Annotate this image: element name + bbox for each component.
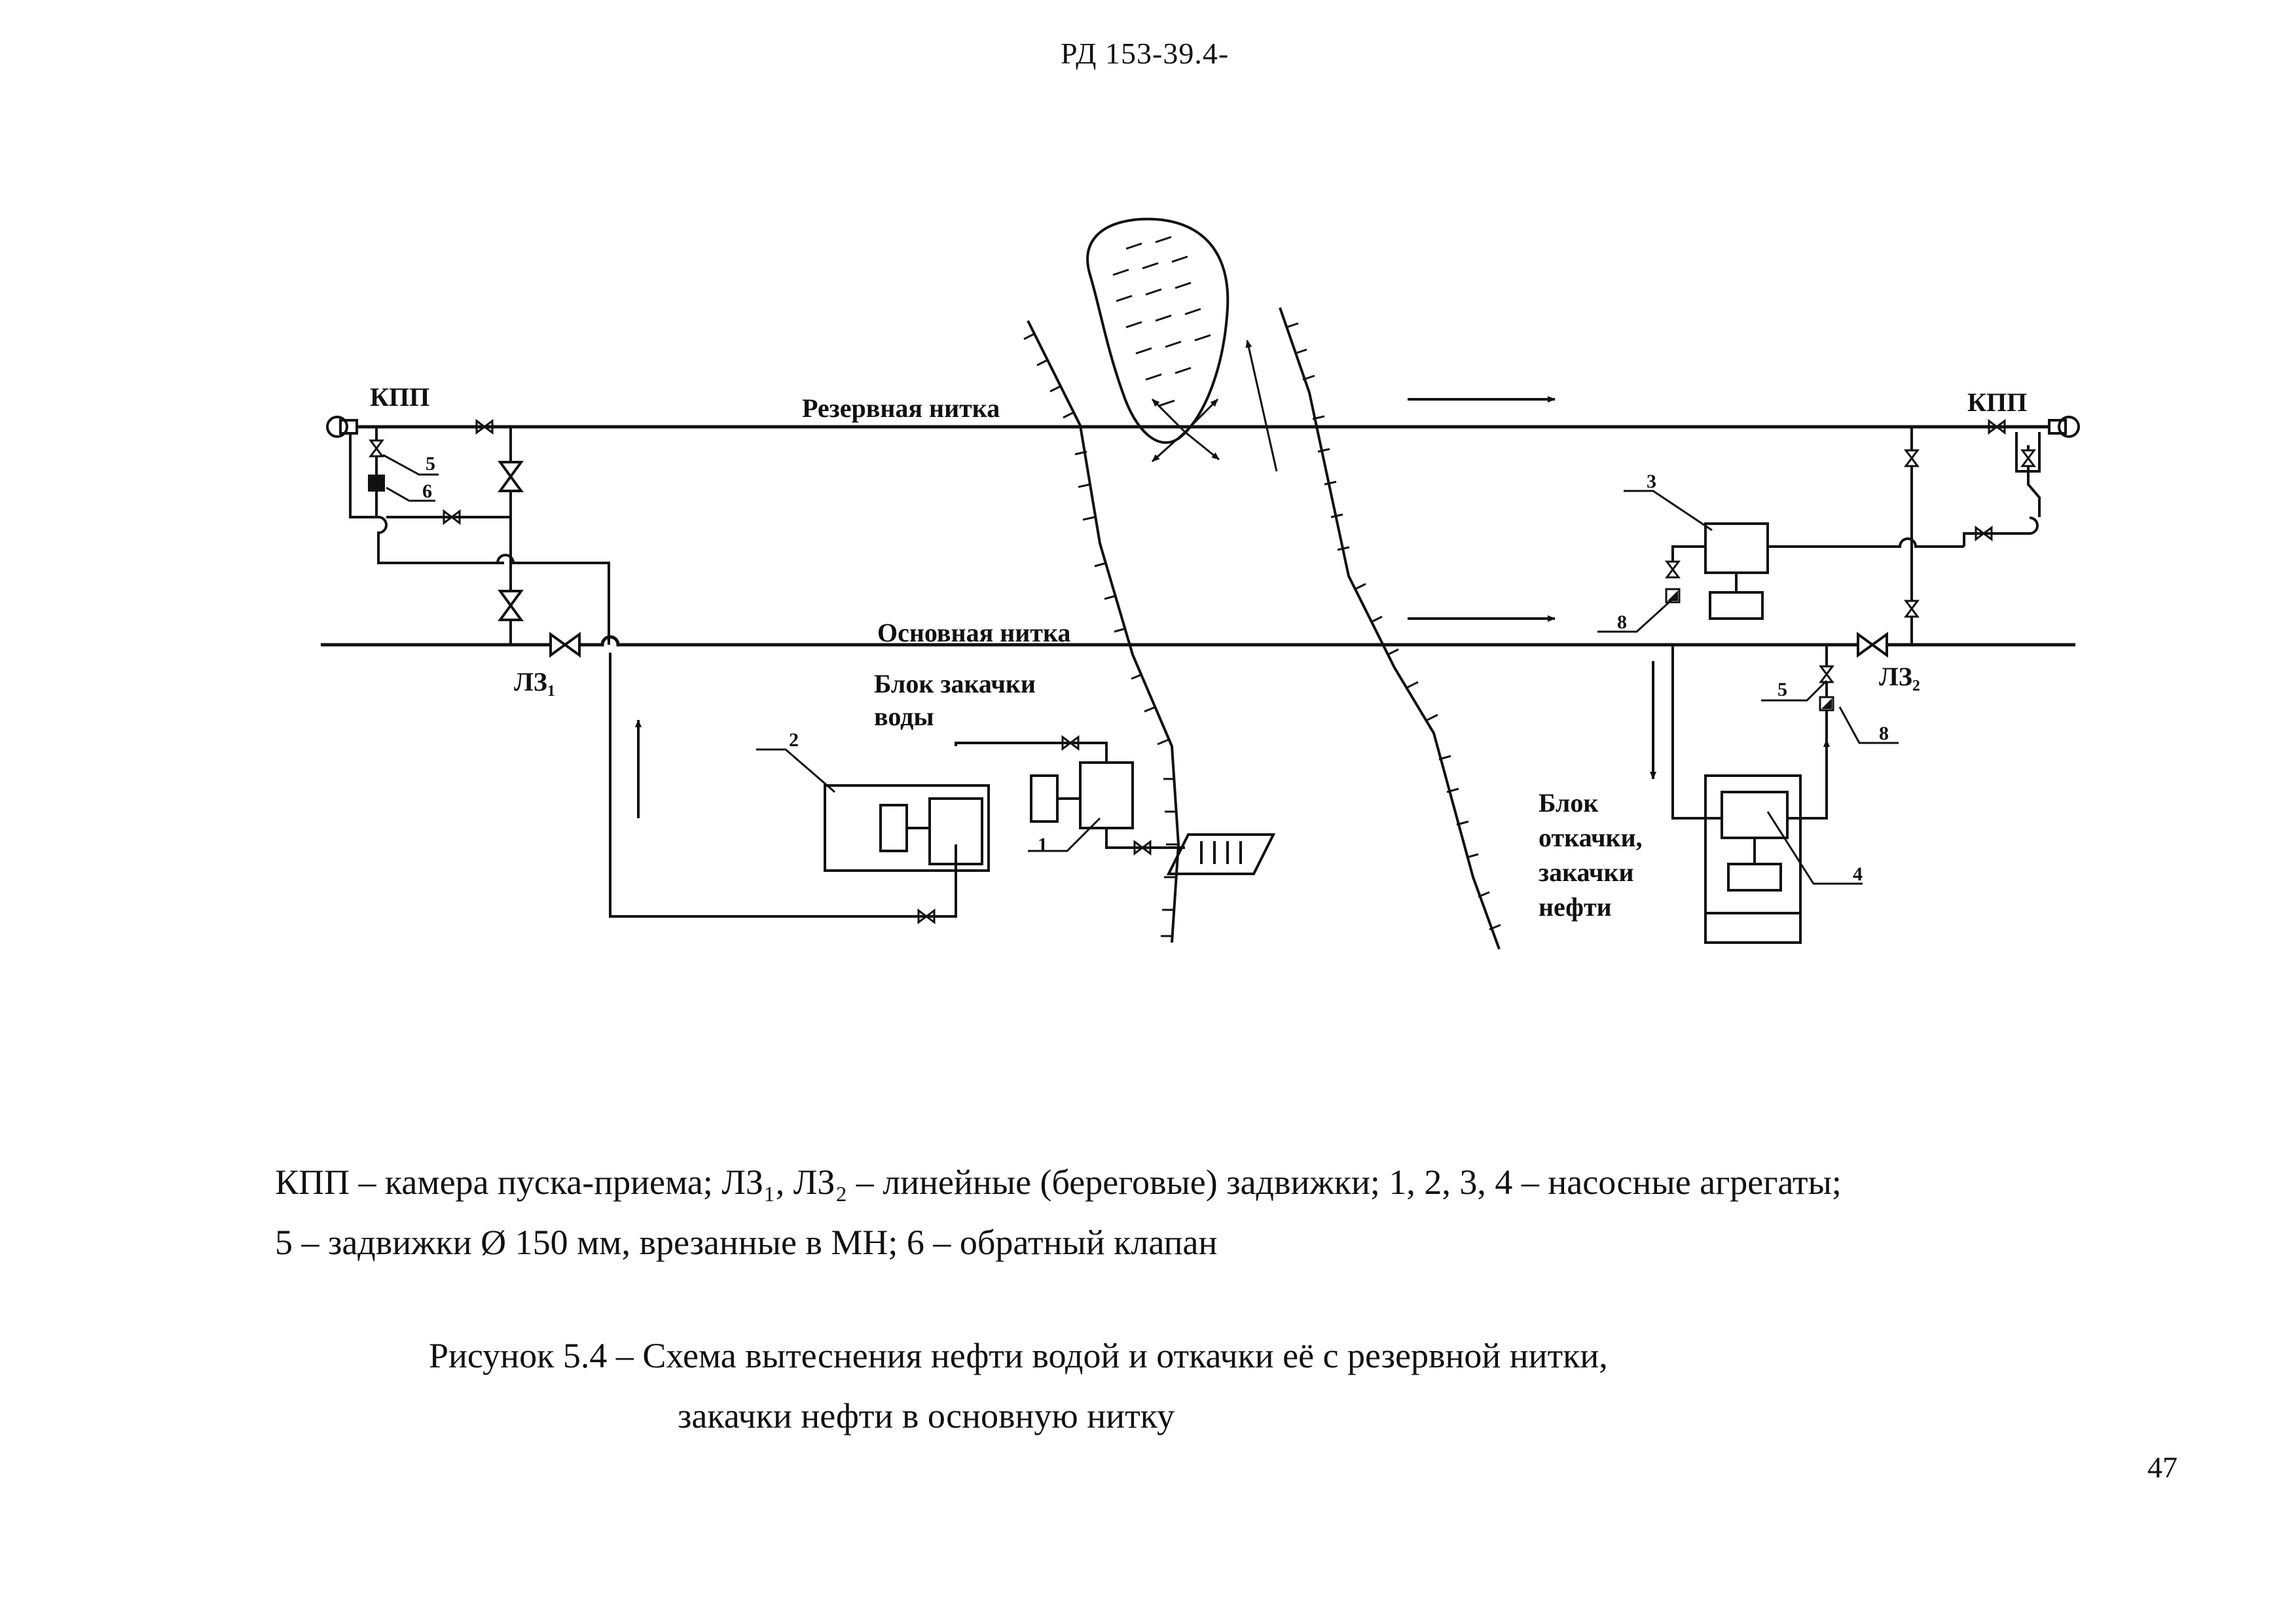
pump-unit-3	[1704, 522, 1769, 620]
document-code-header: РД 153-39.4-	[1061, 37, 1230, 70]
main-line-label: Основная нитка	[877, 618, 1070, 647]
legend: КПП – камера пуска-приема; ЛЗ₁, ЛЗ₂ – ли…	[275, 1152, 1842, 1272]
pump-number-4: 4	[1853, 863, 1863, 885]
water-pump-block	[824, 742, 1276, 875]
pump-number-2: 2	[789, 729, 799, 751]
oil-block-label-line2: откачки,	[1539, 823, 1643, 852]
legend-line-1: КПП – камера пуска-приема; ЛЗ₁, ЛЗ₂ – ли…	[275, 1163, 1842, 1202]
page-number: 47	[2147, 1451, 2178, 1484]
pump-number-1: 1	[1038, 834, 1048, 856]
oil-block-label-line3: закачки	[1539, 857, 1634, 887]
left-small-valve-5	[369, 439, 384, 458]
oil-pump-block-4	[1704, 774, 1802, 944]
check-valve-number-6: 6	[422, 480, 432, 502]
reserve-line-label: Резервная нитка	[802, 393, 1000, 423]
right-station-piping	[1671, 427, 2041, 820]
caption-line-1: Рисунок 5.4 – Схема вытеснения нефти вод…	[429, 1336, 1608, 1375]
main-line	[321, 635, 2075, 647]
oil-block-label-line1: Блок	[1539, 788, 1598, 818]
valve-number-5-right: 5	[1777, 679, 1787, 700]
reserve-line	[326, 416, 2081, 438]
kpp-right-label: КПП	[1967, 388, 2027, 417]
lz1-label: ЛЗ1	[514, 667, 555, 700]
figure-caption: Рисунок 5.4 – Схема вытеснения нефти вод…	[429, 1326, 1608, 1446]
kpp-left-label: КПП	[370, 382, 429, 412]
valve-number-5-left: 5	[426, 453, 435, 475]
number-8-left: 8	[1617, 611, 1627, 633]
pump-number-3: 3	[1647, 471, 1656, 492]
oil-block-label-line4: нефти	[1539, 892, 1612, 922]
leader-lines	[382, 454, 1899, 885]
river-right-bank	[1279, 307, 1501, 950]
flow-arrows	[635, 396, 1830, 818]
lz2-label: ЛЗ2	[1879, 662, 1920, 695]
pipeline-diagram: КПП КПП Резервная нитка Основная нитка Л…	[321, 217, 2081, 950]
number-8-right: 8	[1879, 723, 1889, 744]
oil-slick-area	[1086, 217, 1278, 472]
legend-line-2: 5 – задвижки Ø 150 мм, врезанные в МН; 6…	[275, 1223, 1218, 1262]
water-block-label-line2: воды	[874, 702, 934, 731]
water-block-label-line1: Блок закачки	[874, 669, 1036, 698]
caption-line-2: закачки нефти в основную нитку	[678, 1396, 1175, 1435]
